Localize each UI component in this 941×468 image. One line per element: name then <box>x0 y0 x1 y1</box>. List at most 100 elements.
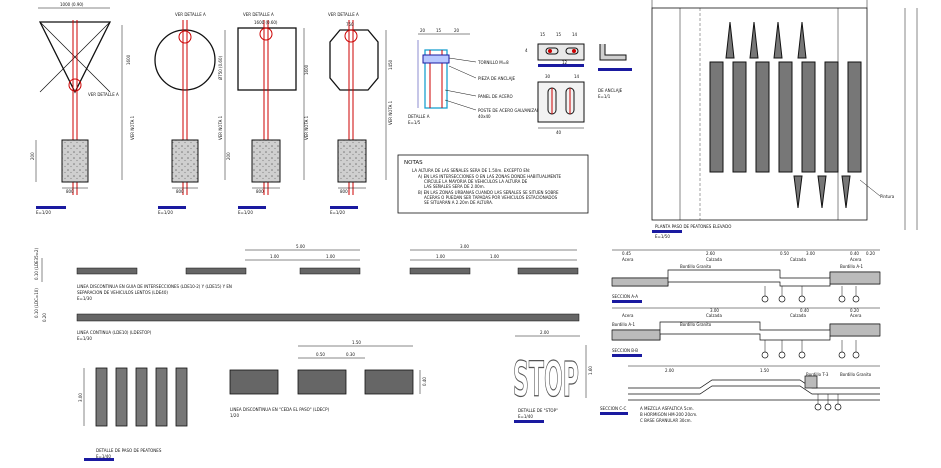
section-a-tag: Bordillo Granito <box>680 264 712 269</box>
circle-detail-label: VER DETALLE A <box>175 12 206 17</box>
section-b-label-2: Calzada <box>706 313 722 318</box>
dash-1 <box>76 267 138 275</box>
crosswalk-plan <box>651 0 918 233</box>
detail-a-label-anchor: PIEZA DE ANCLAJE <box>478 76 516 81</box>
square-top-dim: 1600 (0.60) <box>254 20 278 25</box>
plan-paint-label: Pintura <box>880 194 895 199</box>
anchor-piece <box>537 43 632 129</box>
circle-found: 800 <box>176 189 184 194</box>
anchor-dim-top-1: 15 <box>540 32 546 37</box>
line-dim-total2: 3.00 <box>460 244 469 249</box>
section-a-label-4: Acera <box>850 257 862 262</box>
detail-a-title: DETALLE A <box>408 114 430 119</box>
line2-scale: E=1/30 <box>77 336 92 341</box>
section-b-tag: Bordillo Granito <box>680 322 712 327</box>
section-c-legend-a: A MEZCLA ASFALTICA 5cm. <box>640 406 694 411</box>
section-c <box>600 365 880 415</box>
peatones-title: DETALLE DE PASO DE PEATONES <box>96 448 162 453</box>
octagon-found: 800 <box>340 189 348 194</box>
triangle-scale: E=1/20 <box>36 210 51 215</box>
triangle-h: 200 <box>30 152 35 160</box>
dash-3 <box>299 267 361 275</box>
yield-dashes <box>229 345 421 395</box>
detail-a-dim-1: 20 <box>420 28 426 33</box>
octagon-top-dim: 750 <box>346 22 354 27</box>
circle-ref: VER NOTA 1 <box>218 115 223 140</box>
octagon-height: 1450 <box>388 59 393 70</box>
octagon-detail-label: VER DETALLE A <box>328 12 359 17</box>
circle-height: 200 <box>226 152 231 160</box>
ceda-side: 0.40 <box>422 377 427 386</box>
line-side-b: 0.10 (LDC=10) <box>34 288 39 318</box>
line-dim-a: 1.00 <box>270 254 279 259</box>
section-c-legend-b: B HORMIGON HM-200 20cm. <box>640 412 697 417</box>
section-c-legend-c: C BASE GRANULAR 30cm. <box>640 418 692 423</box>
line1-label-2: SEPARACION DE VEHICULOS LENTOS (LDE40) <box>77 290 168 295</box>
section-b <box>611 307 881 359</box>
dash-4 <box>409 267 471 275</box>
notes-line-1: LA ALTURA DE LAS SEÑALES SERA DE 1.50m. … <box>412 168 530 173</box>
line-side-a: 0.10 (LDE35=2) <box>34 247 39 280</box>
line-side-c: 0.20 <box>42 313 47 322</box>
line1-scale: E=1/30 <box>77 296 92 301</box>
pedestrian-stripes <box>83 367 188 461</box>
section-a-tag2: Bordillo A-1 <box>840 264 863 269</box>
sign-square <box>237 20 305 209</box>
section-c-tag: Bordillo T-3 <box>806 372 829 377</box>
section-b-tag2: Bordillo A-1 <box>612 322 635 327</box>
section-a-top-1: 0.45 <box>622 251 631 256</box>
ceda-scale: 1/20 <box>230 413 239 418</box>
anchor-dim-top-2: 15 <box>556 32 562 37</box>
section-b-top-3: 0.20 <box>850 308 859 313</box>
sign-triangle: 1000 (0.90) <box>35 2 123 209</box>
detail-a-label-screw: TORNILLO M=8 <box>477 60 509 65</box>
dash-2 <box>185 267 247 275</box>
line-dim-b: 1.00 <box>326 254 335 259</box>
section-a-title: SECCION A-A <box>612 294 638 299</box>
line-dim-d: 1.00 <box>490 254 499 259</box>
detail-a <box>417 33 477 111</box>
dash-5 <box>517 267 579 275</box>
line-dim-total: 5.00 <box>296 244 305 249</box>
plan-title: PLANTA PASO DE PEATONES ELEVADO <box>655 224 731 229</box>
section-b-label-1: Acera <box>622 313 634 318</box>
triangle-ref: VER NOTA 1 <box>130 115 135 140</box>
notes-line-3: CIRCULE LA MAYORIA DE VEHICULOS LA ALTUR… <box>424 179 528 184</box>
square-scale: E=1/20 <box>238 210 253 215</box>
section-a-top-3: 0.50 <box>780 251 789 256</box>
detail-a-scale: E=1/5 <box>408 120 421 125</box>
stop-dim-w: 2.00 <box>540 330 549 335</box>
detail-a-dim-3: 20 <box>454 28 460 33</box>
anchor-dim-side-2: 30 <box>545 74 551 79</box>
section-a-label-1: Acera <box>622 257 634 262</box>
notes-block: NOTAS LA ALTURA DE LAS SEÑALES SERA DE 1… <box>397 154 589 214</box>
stop-detail: STOP <box>512 335 587 423</box>
line-markings <box>41 249 577 282</box>
section-c-top-2: 1.50 <box>760 368 769 373</box>
line2-label: LINEA CONTINUA (LDE10) (LDESTOP) <box>77 330 152 335</box>
sign-octagon <box>329 20 387 209</box>
anchor-dim-side-3: 14 <box>574 74 580 79</box>
stop-title: DETALLE DE "STOP" <box>518 408 558 413</box>
section-c-tag2: Bordillo Granito <box>840 372 872 377</box>
triangle-detail-label: VER DETALLE A <box>88 92 119 97</box>
octagon-ref: VER NOTA 1 <box>388 100 393 125</box>
sign-circle <box>154 20 226 209</box>
peatones-dim: 3.00 <box>78 393 83 402</box>
notes-title: NOTAS <box>404 160 423 166</box>
section-c-title: SECCION C-C <box>600 406 626 411</box>
anchor-dim-bottom: 40 <box>556 130 562 135</box>
stop-dim-h: 1.60 <box>588 366 593 375</box>
anchor-dim-mid: 12 <box>562 60 568 65</box>
section-a-top-6: 0.20 <box>866 251 875 256</box>
plan-scale: E=1/50 <box>655 234 670 239</box>
section-b-label-4: Acera <box>850 313 862 318</box>
detail-a-label-size: 40x40 <box>478 114 491 119</box>
stop-scale: E=1/40 <box>518 414 533 419</box>
anchor-dim-top-3: 14 <box>572 32 578 37</box>
square-detail-label: VER DETALLE A <box>243 12 274 17</box>
continuous-line <box>76 313 580 322</box>
square-ref: VER NOTA 1 <box>304 115 309 140</box>
line1-label-1: LINEA DISCONTINUA EN GUIA DE INTERSECCIO… <box>77 284 232 289</box>
ceda-dim-total: 1.50 <box>352 340 361 345</box>
